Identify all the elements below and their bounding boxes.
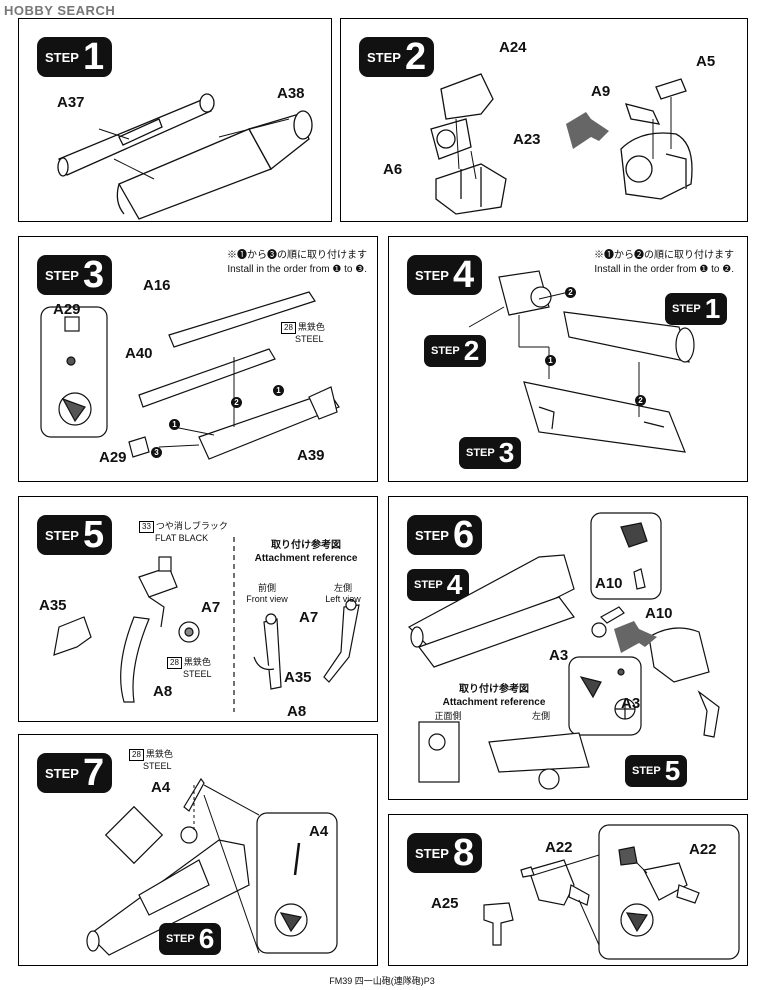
part-label: A3 <box>549 647 569 664</box>
order-marker: 1 <box>169 419 180 430</box>
part-label: A22 <box>545 839 573 856</box>
step-6-left-view-label: 左側 <box>531 711 550 721</box>
part-label: A4 <box>309 823 329 840</box>
part-label: A16 <box>143 277 171 294</box>
part-label: A40 <box>125 345 153 362</box>
part-label: A6 <box>383 161 403 178</box>
part-label: A29 <box>53 301 81 318</box>
part-label: A35 <box>284 669 312 686</box>
part-label: A9 <box>591 83 611 100</box>
step-2-illustration <box>430 73 693 215</box>
order-marker: 2 <box>635 395 646 406</box>
part-label: A4 <box>151 779 171 796</box>
step-4-illustration <box>468 270 695 453</box>
part-label: A5 <box>696 53 716 70</box>
part-label: A37 <box>57 94 85 111</box>
part-label: A35 <box>39 597 67 614</box>
part-label: A3 <box>621 695 641 712</box>
part-label: A7 <box>299 609 319 626</box>
part-label: A8 <box>153 683 173 700</box>
part-label: A10 <box>595 575 623 592</box>
step-5-front-view-label: 前側 Front view <box>246 583 288 604</box>
step-5-reference-title: 取り付け参考図 Attachment reference <box>254 540 358 564</box>
order-marker: 1 <box>273 385 284 396</box>
step-6-illustration <box>408 512 720 790</box>
order-marker: 1 <box>545 355 556 366</box>
step-7-illustration <box>86 777 338 956</box>
order-marker: 3 <box>151 447 162 458</box>
part-label: A29 <box>99 449 127 466</box>
step-3-illustration <box>40 291 340 460</box>
page-footer: FM39 四一山砲(連隊砲)P3 <box>329 976 435 986</box>
part-label: A38 <box>277 85 305 102</box>
step-3-order-note: ※❶から❸の順に取り付けます Install in the order from… <box>227 250 367 275</box>
step-6-front-view-label: 正面側 <box>434 711 462 721</box>
part-label: A10 <box>645 605 673 622</box>
order-marker: 2 <box>565 287 576 298</box>
part-label: A25 <box>431 895 459 912</box>
part-label: A7 <box>201 599 221 616</box>
step-1-illustration <box>57 93 313 220</box>
watermark: HOBBY SEARCH <box>4 3 116 18</box>
step-6-reference-title: 取り付け参考図 Attachment reference <box>442 684 546 708</box>
step-8-illustration <box>483 824 740 960</box>
part-label: A22 <box>689 841 717 858</box>
step-5-left-view-label: 左側 Left view <box>325 583 361 604</box>
part-label: A8 <box>287 703 307 720</box>
part-label: A39 <box>297 447 325 464</box>
part-label: A23 <box>513 131 541 148</box>
order-marker: 2 <box>231 397 242 408</box>
part-label: A24 <box>499 39 527 56</box>
step-5-illustration <box>53 537 360 712</box>
step-4-order-note: ※❶から❷の順に取り付けます Install in the order from… <box>594 250 734 275</box>
